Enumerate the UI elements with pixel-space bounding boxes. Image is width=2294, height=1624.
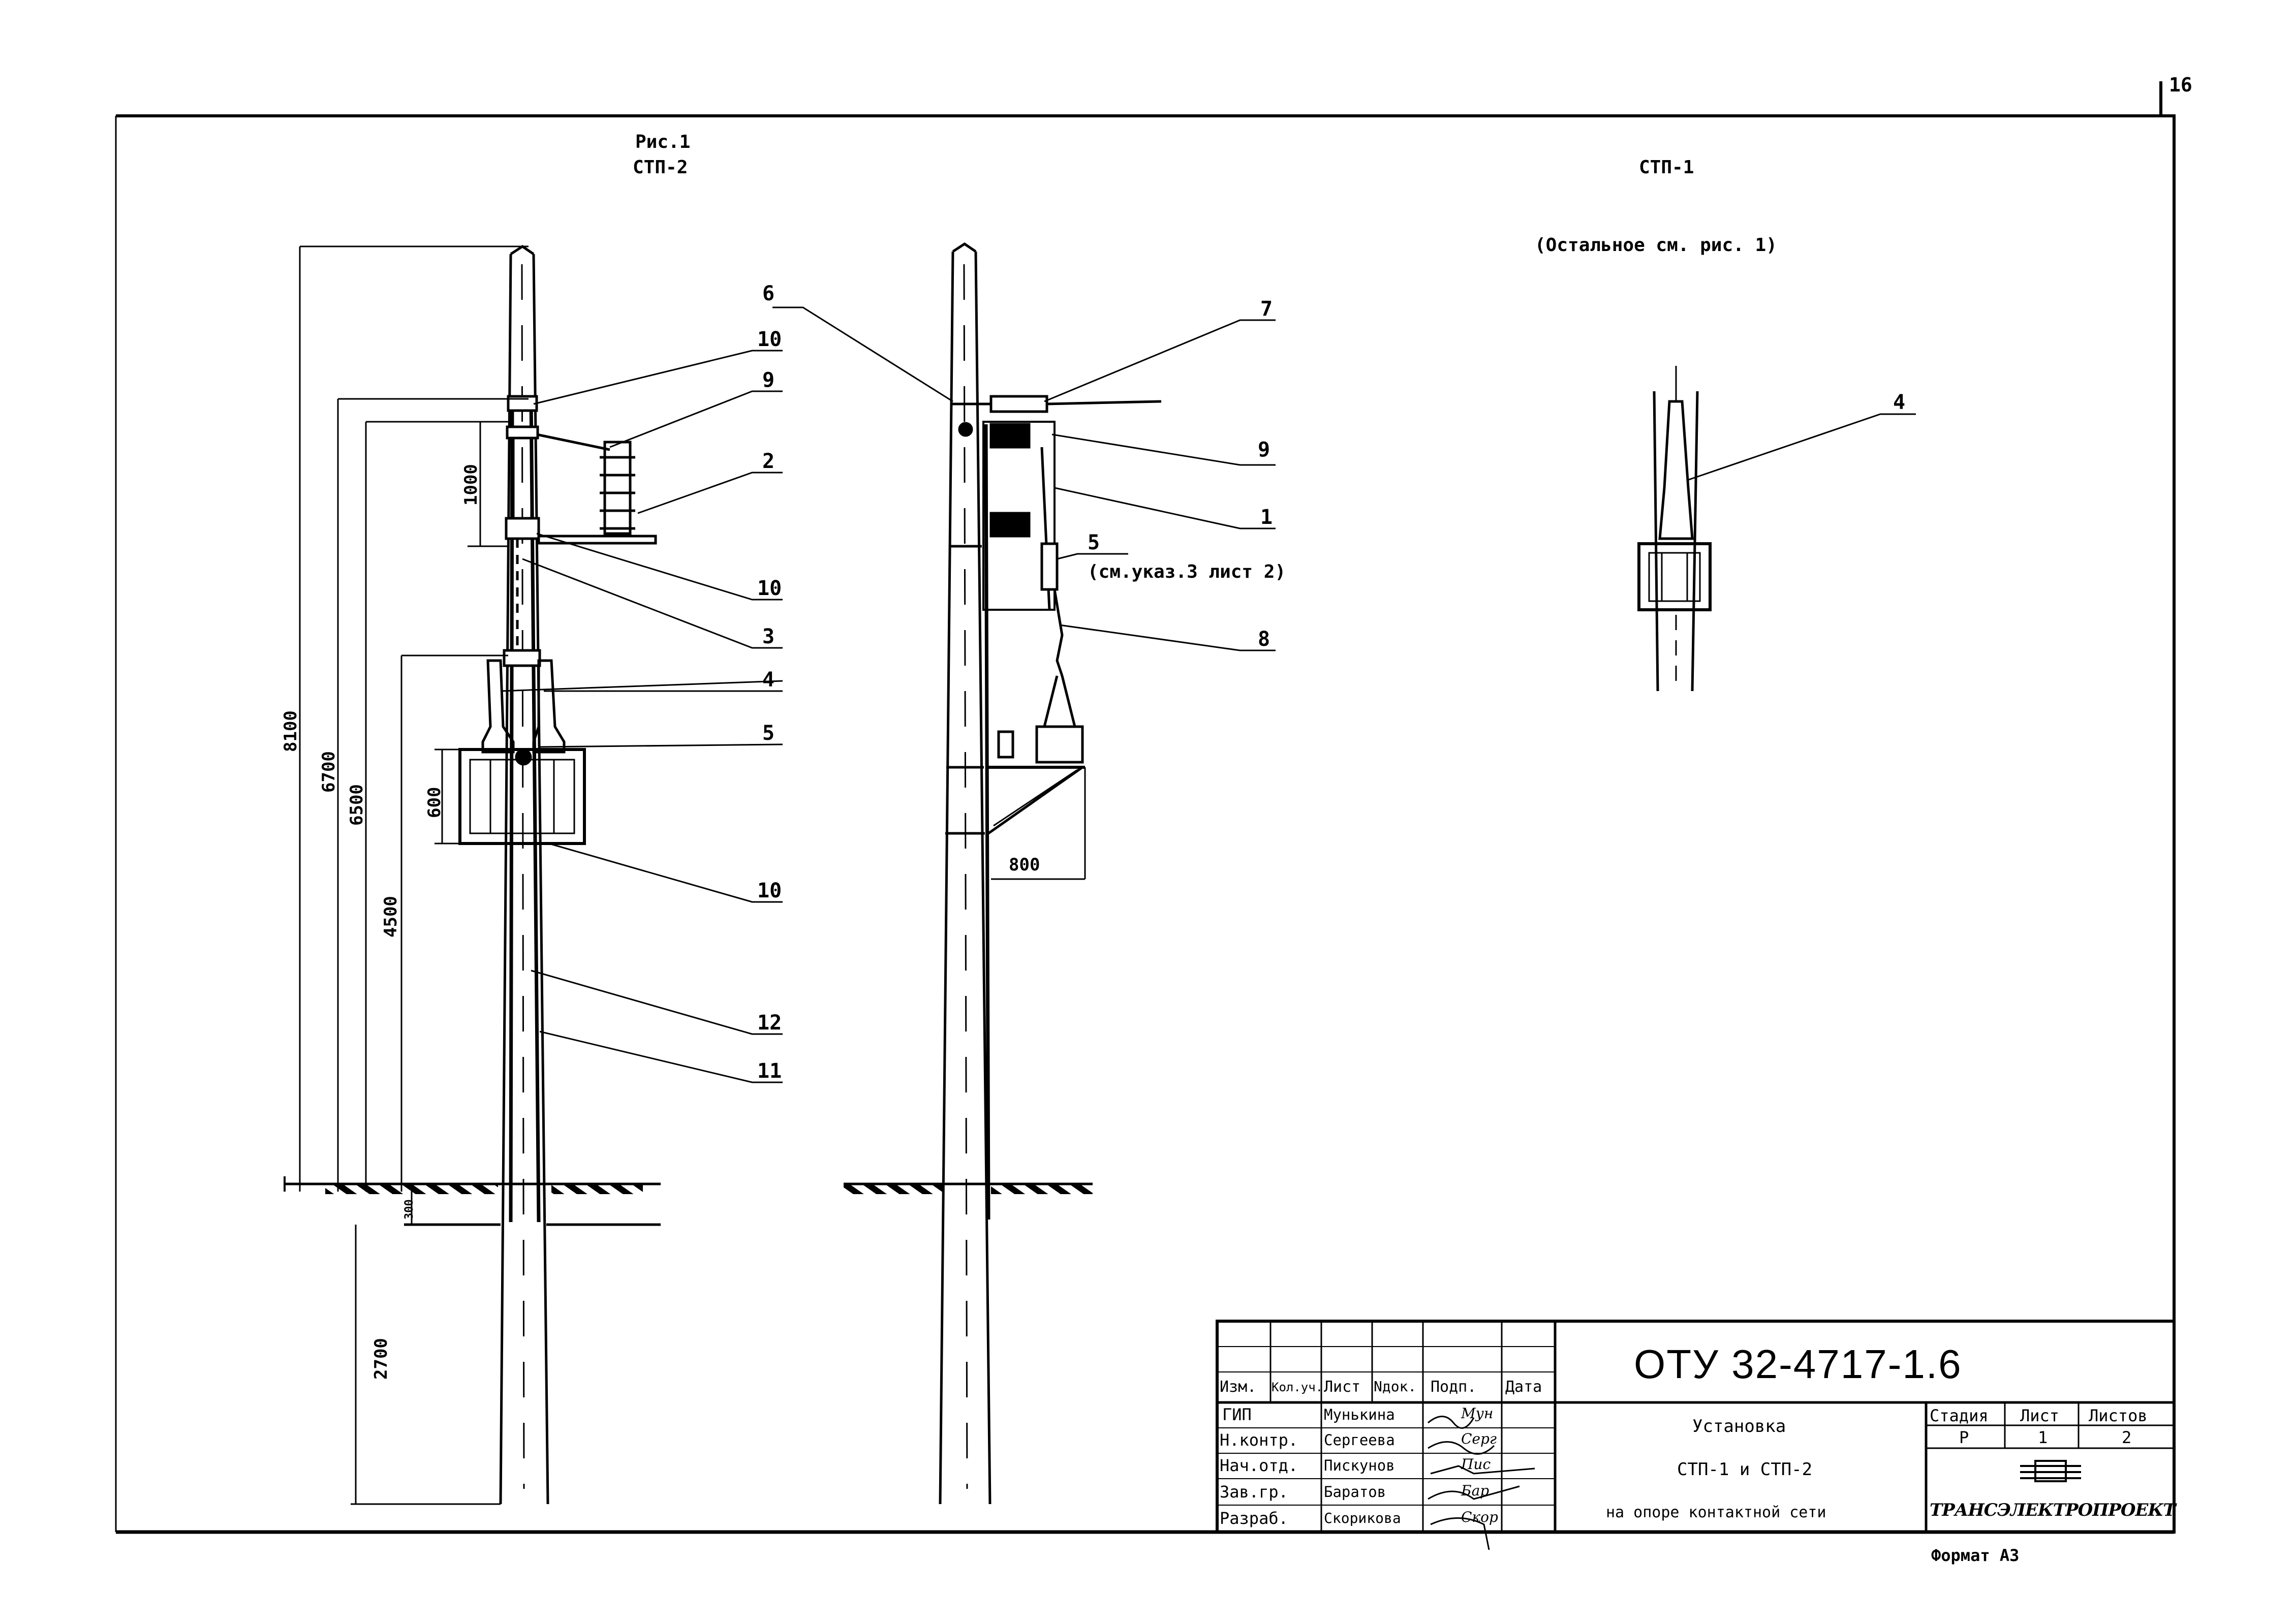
- title-line-1: Установка: [1692, 1416, 1786, 1436]
- role-gip: ГИП: [1222, 1405, 1252, 1424]
- sign-gip: Мун: [1461, 1405, 1494, 1422]
- leaders-middle: [772, 306, 1276, 651]
- pole-side-view: [939, 242, 1162, 1505]
- sheet-value: 1: [2038, 1428, 2048, 1447]
- dimension-600: 600: [424, 787, 445, 818]
- callout-10-mid: 10: [757, 577, 782, 600]
- dimension-lines-left: [299, 245, 529, 1505]
- title-block-grid: [1216, 1320, 2176, 1534]
- callout-2: 2: [762, 450, 775, 473]
- callout-5-side: 5: [1088, 531, 1100, 554]
- dimension-8100: 8100: [281, 710, 301, 752]
- document-code: ОТУ 32-4717-1.6: [1634, 1341, 1962, 1387]
- name-gip: Мунькина: [1324, 1406, 1395, 1423]
- name-nkontr: Сергеева: [1324, 1431, 1395, 1449]
- callout-8: 8: [1258, 628, 1270, 651]
- dimension-6700: 6700: [319, 751, 339, 793]
- callout-1: 1: [1260, 506, 1273, 529]
- name-razrab: Скорикова: [1324, 1510, 1401, 1526]
- callout-5-note: (см.указ.3 лист 2): [1088, 561, 1286, 582]
- dimension-6500: 6500: [347, 784, 367, 826]
- title-line-3: на опоре контактной сети: [1606, 1504, 1826, 1521]
- callout-10-bottom: 10: [757, 879, 782, 902]
- company-logo-icon: [2020, 1460, 2081, 1482]
- name-nachotd: Пискунов: [1324, 1457, 1395, 1474]
- callout-11: 11: [757, 1059, 782, 1083]
- sign-nachotd: Пис: [1461, 1456, 1491, 1473]
- signature-marks: [1428, 1416, 1535, 1550]
- dimension-2700: 2700: [371, 1338, 391, 1380]
- header-ndok: Nдок.: [1374, 1378, 1417, 1395]
- paper-format: Формат А3: [1931, 1546, 2020, 1565]
- pole-stp2: [458, 244, 657, 1505]
- ground-middle: [844, 1182, 1093, 1194]
- callout-12: 12: [757, 1011, 782, 1035]
- name-zavgr: Баратов: [1324, 1483, 1386, 1501]
- header-izm: Изм.: [1220, 1378, 1257, 1396]
- callout-4: 4: [762, 668, 775, 692]
- dimension-1000: 1000: [461, 464, 481, 506]
- sheet-label: Лист: [2020, 1406, 2060, 1425]
- callout-9-side: 9: [1258, 438, 1270, 461]
- dimension-800: 800: [1009, 855, 1040, 875]
- sheets-value: 2: [2122, 1428, 2132, 1447]
- callout-9: 9: [762, 368, 775, 392]
- callout-7: 7: [1260, 297, 1273, 321]
- title-line-2: СТП-1 и СТП-2: [1677, 1459, 1813, 1480]
- callout-4-detail: 4: [1893, 391, 1906, 414]
- sign-nkontr: Серг: [1461, 1430, 1497, 1447]
- role-zavgr: Зав.гр.: [1220, 1482, 1288, 1502]
- leaders-left: [500, 350, 783, 1083]
- role-razrab: Разраб.: [1220, 1509, 1288, 1528]
- figure-label: Рис.1: [635, 132, 691, 152]
- callout-5: 5: [762, 722, 775, 745]
- header-kol: Кол.уч.: [1272, 1380, 1323, 1394]
- callout-3: 3: [762, 625, 775, 648]
- figure-title-left: СТП-2: [633, 157, 688, 178]
- figure-title-right: СТП-1: [1639, 157, 1694, 178]
- callout-6: 6: [762, 282, 775, 305]
- sign-zavgr: Бар: [1461, 1482, 1490, 1499]
- figure-note: (Остальное см. рис. 1): [1535, 235, 1777, 256]
- detail-stp1: [1637, 366, 1712, 692]
- header-data: Дата: [1505, 1378, 1542, 1396]
- page-number: 16: [2169, 74, 2192, 96]
- header-list: Лист: [1324, 1378, 1361, 1396]
- ground-left: [284, 1176, 661, 1226]
- stage-label: Стадия: [1930, 1406, 1989, 1425]
- leader-right: [1687, 413, 1916, 481]
- sheets-label: Листов: [2089, 1406, 2148, 1425]
- company-name: ТРАНСЭЛЕКТРОПРОЕКТ: [1930, 1500, 2176, 1520]
- role-nachotd: Нач.отд.: [1220, 1456, 1298, 1475]
- dimension-300: 300: [403, 1199, 416, 1220]
- sign-razrab: Скор: [1461, 1509, 1498, 1525]
- role-nkontr: Н.контр.: [1220, 1430, 1298, 1450]
- header-podp: Подп.: [1431, 1378, 1477, 1396]
- callout-10-top: 10: [757, 328, 782, 351]
- dimension-4500: 4500: [381, 896, 401, 938]
- stage-value: Р: [1959, 1428, 1969, 1447]
